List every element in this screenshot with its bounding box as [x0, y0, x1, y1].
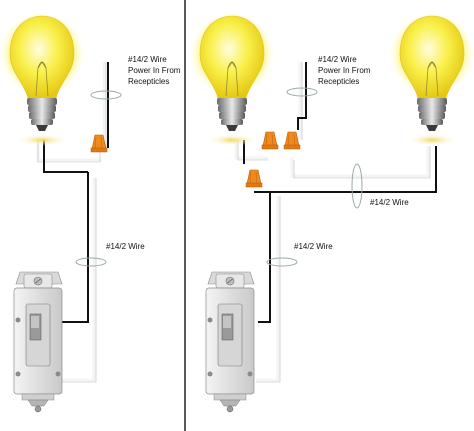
left-feed-label-line2: Power In From — [128, 66, 181, 75]
wire-nut-icon — [261, 131, 279, 150]
right-switch-white-wire — [256, 196, 280, 382]
left-panel: #14/2 Wire Power In From Recepticles #14… — [0, 13, 181, 413]
right-panel: #14/2 Wire Power In From Recepticles #14… — [187, 13, 474, 413]
left-switch-cable-label: #14/2 Wire — [106, 242, 145, 251]
wire-nut-icon — [245, 169, 263, 188]
light-switch-icon — [13, 271, 63, 413]
right-hot-wire-feed — [297, 62, 307, 130]
right-switch-white-outline — [256, 196, 281, 383]
right-feed-label-line3: Recepticles — [318, 77, 359, 86]
right-light2-white-wire — [290, 146, 430, 178]
right-light-cable-clamp — [351, 163, 363, 209]
light-bulb-icon — [0, 13, 87, 147]
right-switch-cable-label: #14/2 Wire — [294, 242, 333, 251]
light-bulb-icon — [187, 13, 277, 147]
left-switch-cable-clamp — [75, 257, 107, 267]
right-hot-wire-switch — [254, 191, 271, 323]
wire-nut-icon — [283, 131, 301, 150]
right-feed-cable-clamp — [286, 87, 318, 97]
right-light2-white-outline — [293, 146, 431, 179]
right-feed-label-line1: #14/2 Wire — [318, 55, 357, 64]
right-hot-wire-light2 — [262, 146, 437, 193]
right-neutral-wire-outline — [237, 62, 303, 161]
right-light-cable-label: #14/2 Wire — [370, 198, 409, 207]
right-feed-label-line2: Power In From — [318, 66, 371, 75]
light-switch-icon — [205, 271, 255, 413]
left-feed-label-line3: Recepticles — [128, 77, 169, 86]
left-feed-label-line1: #14/2 Wire — [128, 55, 167, 64]
left-feed-cable-clamp — [90, 90, 122, 100]
left-switch-white-outline — [60, 178, 97, 383]
left-neutral-wire-outline — [37, 62, 107, 163]
left-hot-wire-bulb — [43, 140, 88, 173]
right-switch-cable-clamp — [266, 257, 298, 267]
left-switch-white-wire — [60, 178, 96, 382]
left-hot-wire-switch — [62, 172, 89, 323]
light-bulb-icon — [387, 13, 474, 147]
